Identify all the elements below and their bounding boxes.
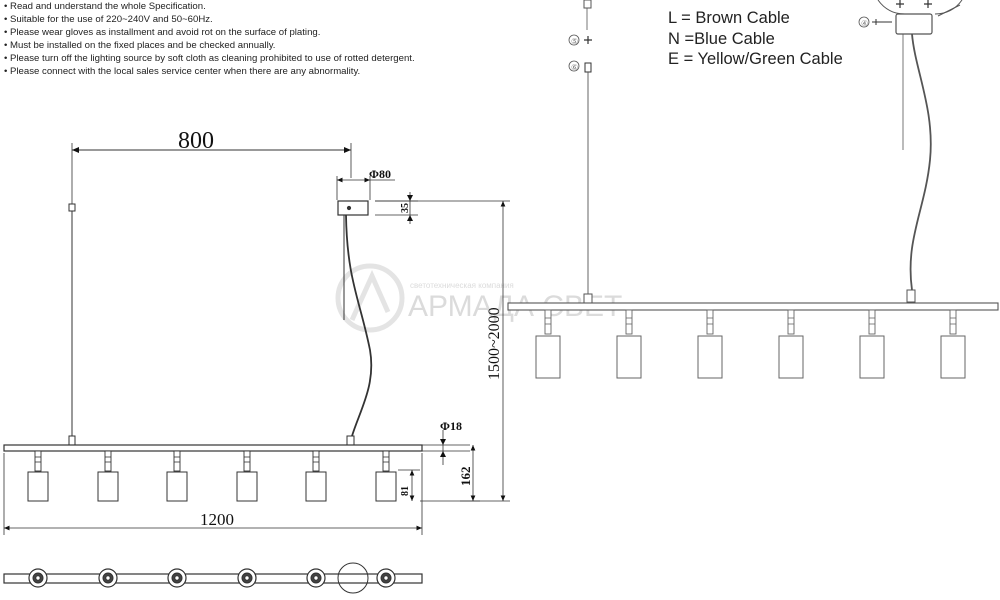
dim-canopy-diameter: Φ80 <box>369 167 391 181</box>
note-line: • Please wear gloves as installment and … <box>4 27 321 39</box>
dim-spacing: 800 <box>178 128 214 154</box>
watermark-tagline: светотехническая компания <box>410 281 514 290</box>
spec-notes: • Read and understand the whole Specific… <box>4 0 415 79</box>
note-line: • Read and understand the whole Specific… <box>4 1 206 12</box>
step-6: ⑥ <box>571 63 578 72</box>
dim-shade-diameter: Φ18 <box>440 419 462 433</box>
arrow-icon <box>872 19 892 25</box>
spotlight <box>859 309 885 379</box>
wiring-legend: L = Brown Cable N =Blue Cable E = Yellow… <box>668 8 843 70</box>
assembly-canopy <box>895 13 933 35</box>
assembly-bar <box>507 302 999 311</box>
assembly-spotlights <box>535 309 966 379</box>
light-bar <box>3 444 423 452</box>
connector-icon <box>584 62 592 73</box>
watermark: АРМАДА СВЕТ светотехническая компания <box>335 263 622 333</box>
assembly-view: ⑤ ⑥ ④ <box>507 0 999 311</box>
spotlight <box>375 450 397 502</box>
dim-bar-length: 1200 <box>200 510 234 529</box>
dim-fixture-height: 162 <box>458 467 473 487</box>
wiring-blue: N =Blue Cable <box>668 29 775 48</box>
spotlight <box>97 450 119 502</box>
spotlight <box>166 450 188 502</box>
spotlight-group <box>27 450 397 502</box>
note-line: • Must be installed on the fixed places … <box>4 40 276 52</box>
step-marker-icon <box>858 16 870 28</box>
note-line: • Please connect with the local sales se… <box>4 66 361 78</box>
bottom-view <box>3 562 423 594</box>
spotlight <box>27 450 49 502</box>
watermark-logo-icon <box>335 263 405 333</box>
spotlight <box>778 309 804 379</box>
step-marker-icon <box>568 60 580 72</box>
screw-icon <box>584 36 592 44</box>
note-line: • Please turn off the lighting source by… <box>4 53 415 65</box>
power-cord <box>345 214 373 437</box>
spotlight <box>236 450 258 502</box>
front-view <box>3 143 510 535</box>
dim-canopy-height: 35 <box>400 203 411 213</box>
note-line: • Suitable for the use of 220~240V and 5… <box>4 14 213 26</box>
spotlight <box>616 309 642 379</box>
spotlight <box>305 450 327 502</box>
wiring-brown: L = Brown Cable <box>668 9 790 27</box>
wiring-earth: E = Yellow/Green Cable <box>668 50 843 68</box>
ceiling-canopy <box>337 200 369 216</box>
step-marker-icon <box>568 34 580 46</box>
step-5: ⑤ <box>571 37 578 46</box>
spotlight <box>697 309 723 379</box>
spotlight <box>535 309 561 379</box>
dim-drop-length: 1500~2000 <box>486 307 503 380</box>
dim-shade-height: 81 <box>400 486 411 496</box>
spotlight <box>940 309 966 379</box>
step-4: ④ <box>861 19 868 28</box>
